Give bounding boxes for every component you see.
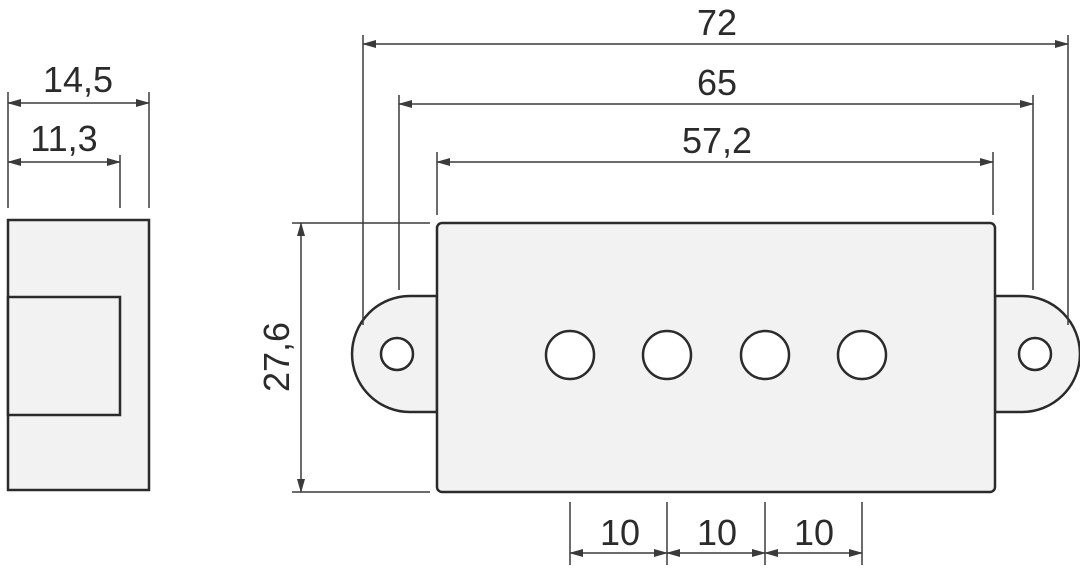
mounting-holes-label: 65	[697, 62, 737, 103]
side-view-inner-recess	[6, 295, 122, 417]
left-mounting-hole	[379, 336, 415, 372]
overall-length-label: 72	[697, 2, 737, 43]
side-view: 14,5 11,3	[6, 59, 151, 492]
pole-piece-2	[641, 329, 693, 381]
pickup-body	[435, 221, 997, 494]
side-inner-width-label: 11,3	[30, 118, 97, 159]
pole-spacing-3-label: 10	[794, 512, 834, 553]
top-view: 72 65 57,2 27,6 10 10 10	[256, 2, 1080, 565]
pole-piece-3	[739, 329, 791, 381]
pole-spacing-1-label: 10	[600, 512, 640, 553]
right-mounting-hole	[1017, 336, 1053, 372]
pole-piece-1	[544, 329, 596, 381]
height-label: 27,6	[256, 322, 297, 392]
pole-piece-4	[836, 329, 888, 381]
side-outer-width-label: 14,5	[43, 59, 113, 100]
pole-spacing-2-label: 10	[697, 512, 737, 553]
body-length-label: 57,2	[682, 120, 752, 161]
